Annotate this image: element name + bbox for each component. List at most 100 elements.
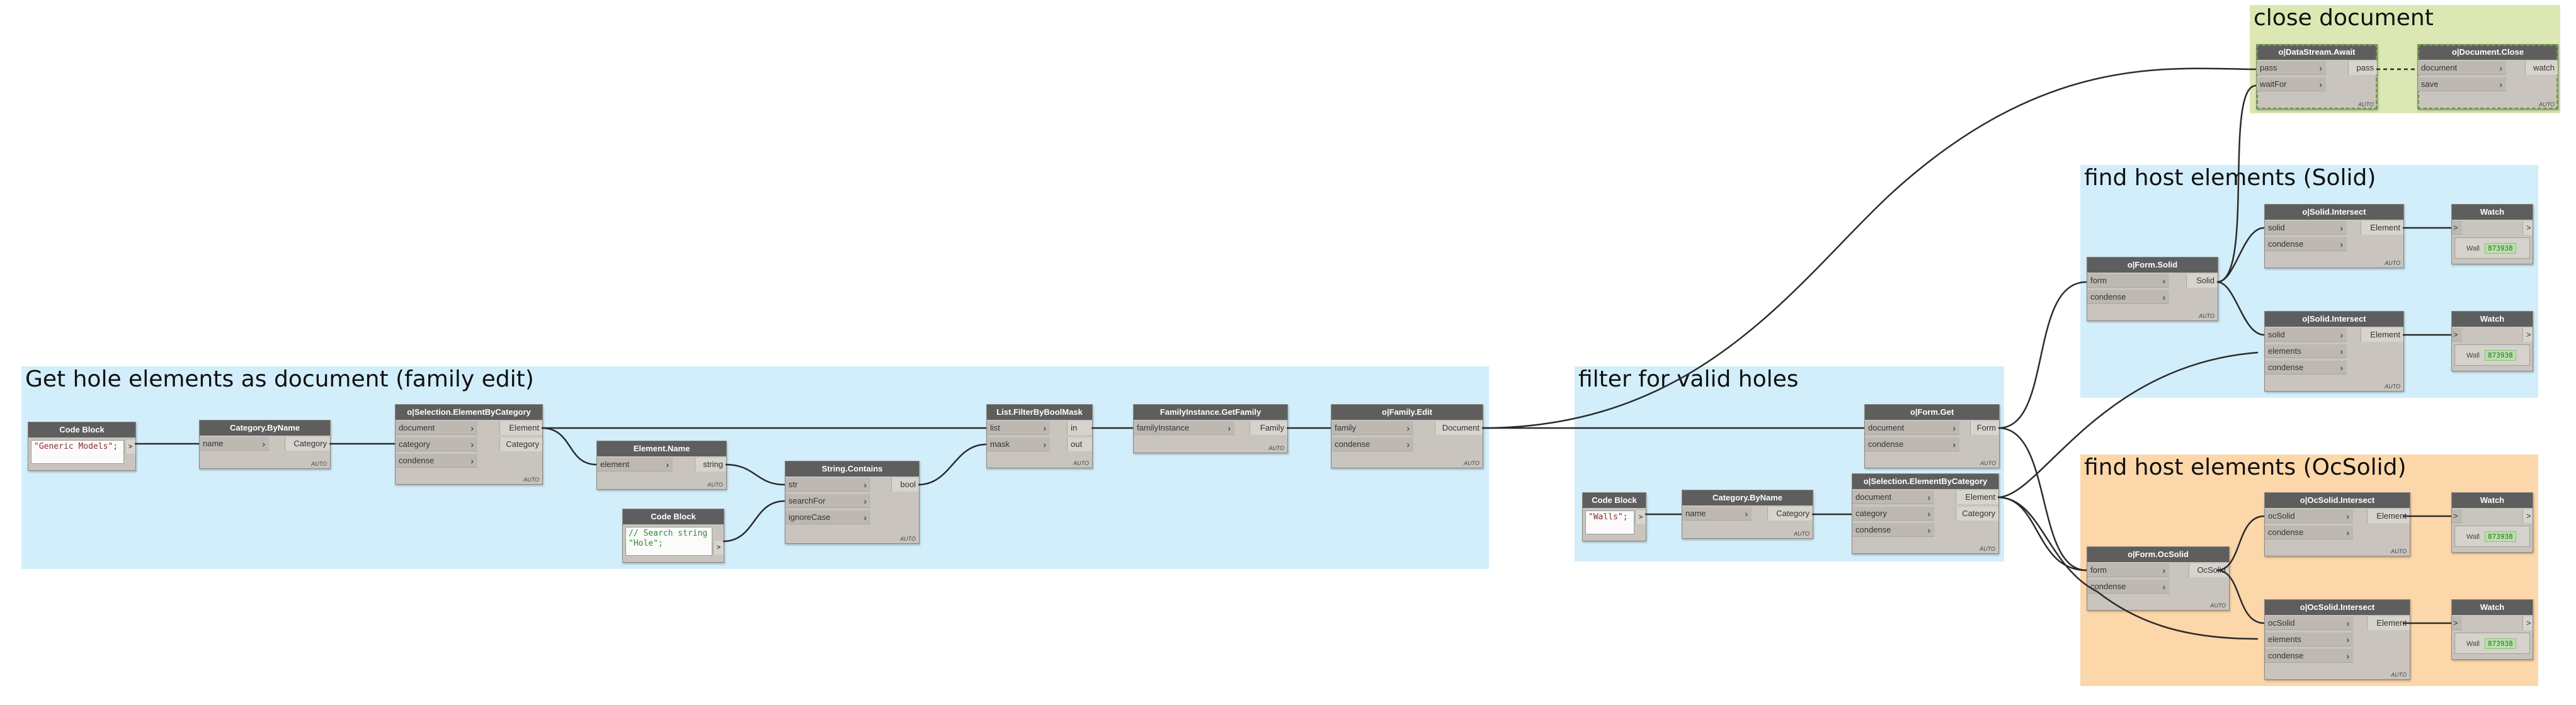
form-get-node[interactable]: ο|Form.Get document›Form condense› AUTO	[1864, 404, 2000, 468]
category-by-name-node[interactable]: Category.ByName name›Category AUTO	[199, 420, 331, 469]
input-port-elements[interactable]: elements›	[2265, 344, 2347, 358]
output-port[interactable]: >	[2522, 328, 2533, 342]
output-port-document[interactable]: Document	[1435, 421, 1483, 435]
input-port-document[interactable]: document›	[1852, 490, 1934, 504]
input-port-str[interactable]: str›	[785, 478, 870, 492]
output-port[interactable]: >	[713, 541, 724, 555]
input-port[interactable]: >	[2452, 221, 2462, 235]
input-port-document[interactable]: document›	[396, 421, 477, 435]
family-instance-get-family-node[interactable]: FamilyInstance.GetFamily familyInstance›…	[1133, 404, 1288, 453]
element-id-link[interactable]: 873938	[2484, 350, 2516, 361]
input-port-category[interactable]: category›	[396, 437, 477, 451]
input-port-mask[interactable]: mask›	[987, 437, 1050, 451]
input-port-ocsolid[interactable]: ocSolid›	[2265, 616, 2353, 630]
output-port-category[interactable]: Category	[285, 437, 330, 451]
input-port-condense[interactable]: condense›	[1852, 523, 1934, 537]
code-block-search-node[interactable]: Code Block // Search string "Hole"; >	[622, 509, 724, 563]
input-port-list[interactable]: list›	[987, 421, 1050, 435]
input-port-name[interactable]: name›	[1682, 507, 1752, 521]
output-port-element[interactable]: Element	[2361, 328, 2403, 342]
solid-intersect-node[interactable]: ο|Solid.Intersect solid›Element elements…	[2264, 311, 2404, 392]
input-port-condense[interactable]: condense›	[2265, 361, 2347, 375]
input-port-condense[interactable]: condense›	[1865, 437, 1959, 451]
input-port-solid[interactable]: solid›	[2265, 221, 2347, 235]
ocsolid-intersect-node[interactable]: ο|OcSolid.Intersect ocSolid›Element elem…	[2264, 599, 2410, 680]
selection-element-by-category-node[interactable]: ο|Selection.ElementByCategory document›E…	[395, 404, 543, 485]
output-port-element[interactable]: Element	[1956, 490, 1998, 504]
output-port-category[interactable]: Category	[1956, 507, 1998, 521]
input-port-save[interactable]: save›	[2418, 77, 2506, 91]
output-port-bool[interactable]: bool	[891, 478, 919, 492]
input-port-pass[interactable]: pass›	[2257, 61, 2326, 75]
element-id-link[interactable]: 873938	[2484, 243, 2516, 254]
string-contains-node[interactable]: String.Contains str›bool searchFor› igno…	[785, 461, 920, 544]
output-port-watch[interactable]: watch	[2525, 61, 2558, 75]
input-port-condense[interactable]: condense›	[2265, 526, 2353, 539]
output-port-element[interactable]: Element	[499, 421, 542, 435]
output-port-form[interactable]: Form	[1970, 421, 1999, 435]
input-port-form[interactable]: form›	[2087, 563, 2169, 577]
input-port-category[interactable]: category›	[1852, 507, 1934, 521]
solid-intersect-node[interactable]: ο|Solid.Intersect solid›Element condense…	[2264, 204, 2404, 268]
input-port[interactable]: >	[2452, 328, 2462, 342]
output-port-category[interactable]: Category	[1767, 507, 1813, 521]
selection-element-by-category-node[interactable]: ο|Selection.ElementByCategory document›E…	[1852, 473, 1999, 554]
input-port-document[interactable]: document›	[2418, 61, 2506, 75]
input-port-elements[interactable]: elements›	[2265, 633, 2353, 646]
output-port-string[interactable]: string	[695, 458, 726, 471]
output-port-element[interactable]: Element	[2361, 221, 2403, 235]
output-port[interactable]: >	[1635, 510, 1646, 524]
input-port-condense[interactable]: condense›	[1331, 437, 1413, 451]
code-editor[interactable]: "Generic Models";	[31, 440, 124, 464]
input-port-searchfor[interactable]: searchFor›	[785, 494, 870, 508]
element-id-link[interactable]: 873938	[2484, 638, 2516, 649]
form-ocsolid-node[interactable]: ο|Form.OcSolid form›OcSolid condense› AU…	[2087, 546, 2230, 611]
input-port-name[interactable]: name›	[200, 437, 269, 451]
input-port-ocsolid[interactable]: ocSolid›	[2265, 509, 2353, 523]
document-close-node[interactable]: ο|Document.Close document›watch save› AU…	[2417, 44, 2558, 110]
output-port-out[interactable]: out	[1067, 437, 1092, 451]
output-port-element[interactable]: Element	[2367, 509, 2410, 523]
output-port[interactable]: >	[2522, 221, 2533, 235]
code-editor[interactable]: "Walls";	[1585, 510, 1634, 534]
input-port-condense[interactable]: condense›	[2087, 580, 2169, 594]
code-block-walls-node[interactable]: Code Block "Walls"; >	[1582, 492, 1646, 541]
input-port-solid[interactable]: solid›	[2265, 328, 2347, 342]
input-port[interactable]: >	[2452, 509, 2462, 523]
input-port-ignorecase[interactable]: ignoreCase›	[785, 510, 870, 524]
element-id-link[interactable]: 873938	[2484, 531, 2516, 542]
input-port-condense[interactable]: condense›	[2265, 237, 2347, 251]
input-port-familyinstance[interactable]: familyInstance›	[1134, 421, 1234, 435]
output-port-ocsolid[interactable]: OcSolid	[2189, 563, 2229, 577]
input-port-condense[interactable]: condense›	[396, 454, 477, 468]
input-port-waitfor[interactable]: waitFor›	[2257, 77, 2326, 91]
family-edit-node[interactable]: ο|Family.Edit family›Document condense› …	[1331, 404, 1483, 468]
output-port[interactable]: >	[125, 440, 135, 454]
output-port-solid[interactable]: Solid	[2186, 274, 2218, 288]
input-port-element[interactable]: element›	[597, 458, 673, 471]
form-solid-node[interactable]: ο|Form.Solid form›Solid condense› AUTO	[2087, 257, 2218, 321]
output-port[interactable]: >	[2522, 509, 2533, 523]
output-port-category[interactable]: Category	[499, 437, 542, 451]
datastream-await-node[interactable]: ο|DataStream.Await pass›pass waitFor› AU…	[2256, 44, 2378, 110]
input-port[interactable]: >	[2452, 616, 2462, 630]
output-port[interactable]: >	[2522, 616, 2533, 630]
input-port-document[interactable]: document›	[1865, 421, 1959, 435]
output-port-element[interactable]: Element	[2367, 616, 2410, 630]
list-filter-by-bool-mask-node[interactable]: List.FilterByBoolMask list›in mask›out A…	[986, 404, 1093, 468]
element-name-node[interactable]: Element.Name element›string AUTO	[596, 441, 727, 490]
code-block-node[interactable]: Code Block "Generic Models"; >	[28, 422, 136, 471]
output-port-pass[interactable]: pass	[2348, 61, 2377, 75]
input-port-form[interactable]: form›	[2087, 274, 2169, 288]
category-by-name-node[interactable]: Category.ByName name›Category AUTO	[1682, 490, 1813, 539]
input-port-condense[interactable]: condense›	[2087, 290, 2169, 304]
ocsolid-intersect-node[interactable]: ο|OcSolid.Intersect ocSolid›Element cond…	[2264, 492, 2410, 556]
output-port-in[interactable]: in	[1067, 421, 1092, 435]
input-port-family[interactable]: family›	[1331, 421, 1413, 435]
code-editor[interactable]: // Search string "Hole";	[625, 527, 712, 556]
output-port-family[interactable]: Family	[1250, 421, 1287, 435]
